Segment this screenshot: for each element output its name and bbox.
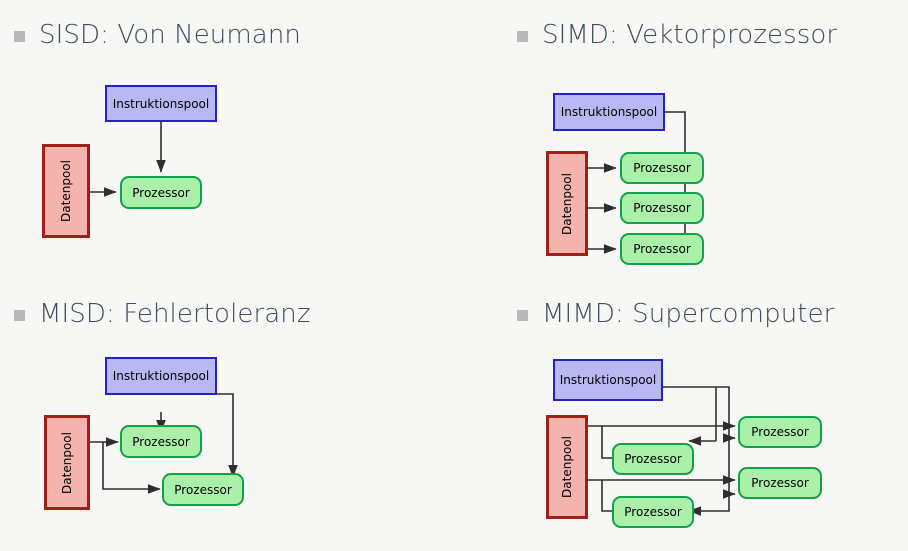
node-processor-label: Prozessor [751, 476, 809, 490]
edge-instruction-to-processor-2 [216, 393, 238, 478]
node-processor-label: Prozessor [633, 161, 691, 175]
node-processor-mid-2: Prozessor [612, 496, 694, 528]
node-data-pool: Datenpool [44, 415, 90, 510]
node-processor: Prozessor [120, 176, 202, 209]
bullet-square-icon [517, 30, 528, 42]
node-data-pool: Datenpool [546, 415, 588, 519]
edge-instruction-to-mid-processor-2 [688, 503, 730, 516]
bullet-square-icon [517, 309, 528, 321]
bullet-square-icon [14, 309, 25, 321]
node-processor-2: Prozessor [162, 473, 244, 506]
heading-mimd-label: MIMD: Supercomputer [542, 299, 835, 329]
heading-simd-label: SIMD: Vektorprozessor [542, 20, 838, 50]
node-processor-3: Prozessor [620, 233, 704, 265]
edge-instruction-trunk-a [662, 386, 730, 503]
node-processor-label: Prozessor [633, 242, 691, 256]
node-instruction-pool-label: Instruktionspool [112, 96, 210, 111]
heading-sisd: SISD: Von Neumann [14, 22, 301, 48]
edge-data-to-mid-processor-2 [601, 480, 627, 516]
quadrant-simd: SIMD: Vektorprozessor Ins [454, 0, 908, 270]
heading-misd-label: MISD: Fehlertoleranz [39, 299, 311, 329]
heading-mimd: MIMD: Supercomputer [517, 301, 834, 327]
node-instruction-pool-label: Instruktionspool [559, 373, 657, 387]
node-processor-2: Prozessor [620, 192, 704, 224]
edge-data-to-processor-2 [102, 442, 161, 494]
edge-data-to-mid-processor-1 [601, 426, 627, 463]
node-processor-label: Prozessor [132, 434, 190, 449]
node-instruction-pool: Instruktionspool [553, 359, 663, 401]
node-instruction-pool-label: Instruktionspool [560, 105, 658, 119]
node-instruction-pool: Instruktionspool [553, 93, 665, 131]
node-data-pool-label: Datenpool [59, 160, 74, 222]
node-processor-1: Prozessor [120, 425, 202, 458]
quadrant-mimd: MIMD: Supercomputer [454, 281, 908, 551]
node-data-pool-label: Datenpool [560, 172, 575, 235]
node-data-pool: Datenpool [546, 151, 588, 256]
node-processor-label: Prozessor [633, 201, 691, 215]
heading-simd: SIMD: Vektorprozessor [517, 22, 837, 48]
node-processor-right-2: Prozessor [738, 467, 822, 499]
node-data-pool: Datenpool [42, 144, 90, 238]
node-data-pool-label: Datenpool [60, 431, 75, 494]
node-instruction-pool: Instruktionspool [105, 357, 217, 395]
node-processor-label: Prozessor [132, 185, 190, 200]
node-processor-1: Prozessor [620, 152, 704, 184]
heading-sisd-label: SISD: Von Neumann [39, 20, 301, 50]
quadrant-sisd: SISD: Von Neumann Instruktionspool Proze… [0, 0, 454, 270]
node-processor-mid-1: Prozessor [612, 443, 694, 475]
node-instruction-pool-label: Instruktionspool [112, 369, 210, 383]
node-processor-label: Prozessor [624, 505, 682, 519]
node-data-pool-label: Datenpool [560, 436, 575, 498]
edge-instruction-bus [663, 111, 686, 249]
node-processor-right-1: Prozessor [738, 416, 822, 448]
quadrant-misd: MISD: Fehlertoleranz Instruktionsp [0, 281, 454, 551]
node-processor-label: Prozessor [751, 425, 809, 439]
node-instruction-pool: Instruktionspool [105, 85, 217, 122]
node-processor-label: Prozessor [624, 452, 682, 466]
node-processor-label: Prozessor [174, 482, 232, 497]
heading-misd: MISD: Fehlertoleranz [14, 301, 311, 327]
bullet-square-icon [14, 30, 25, 42]
